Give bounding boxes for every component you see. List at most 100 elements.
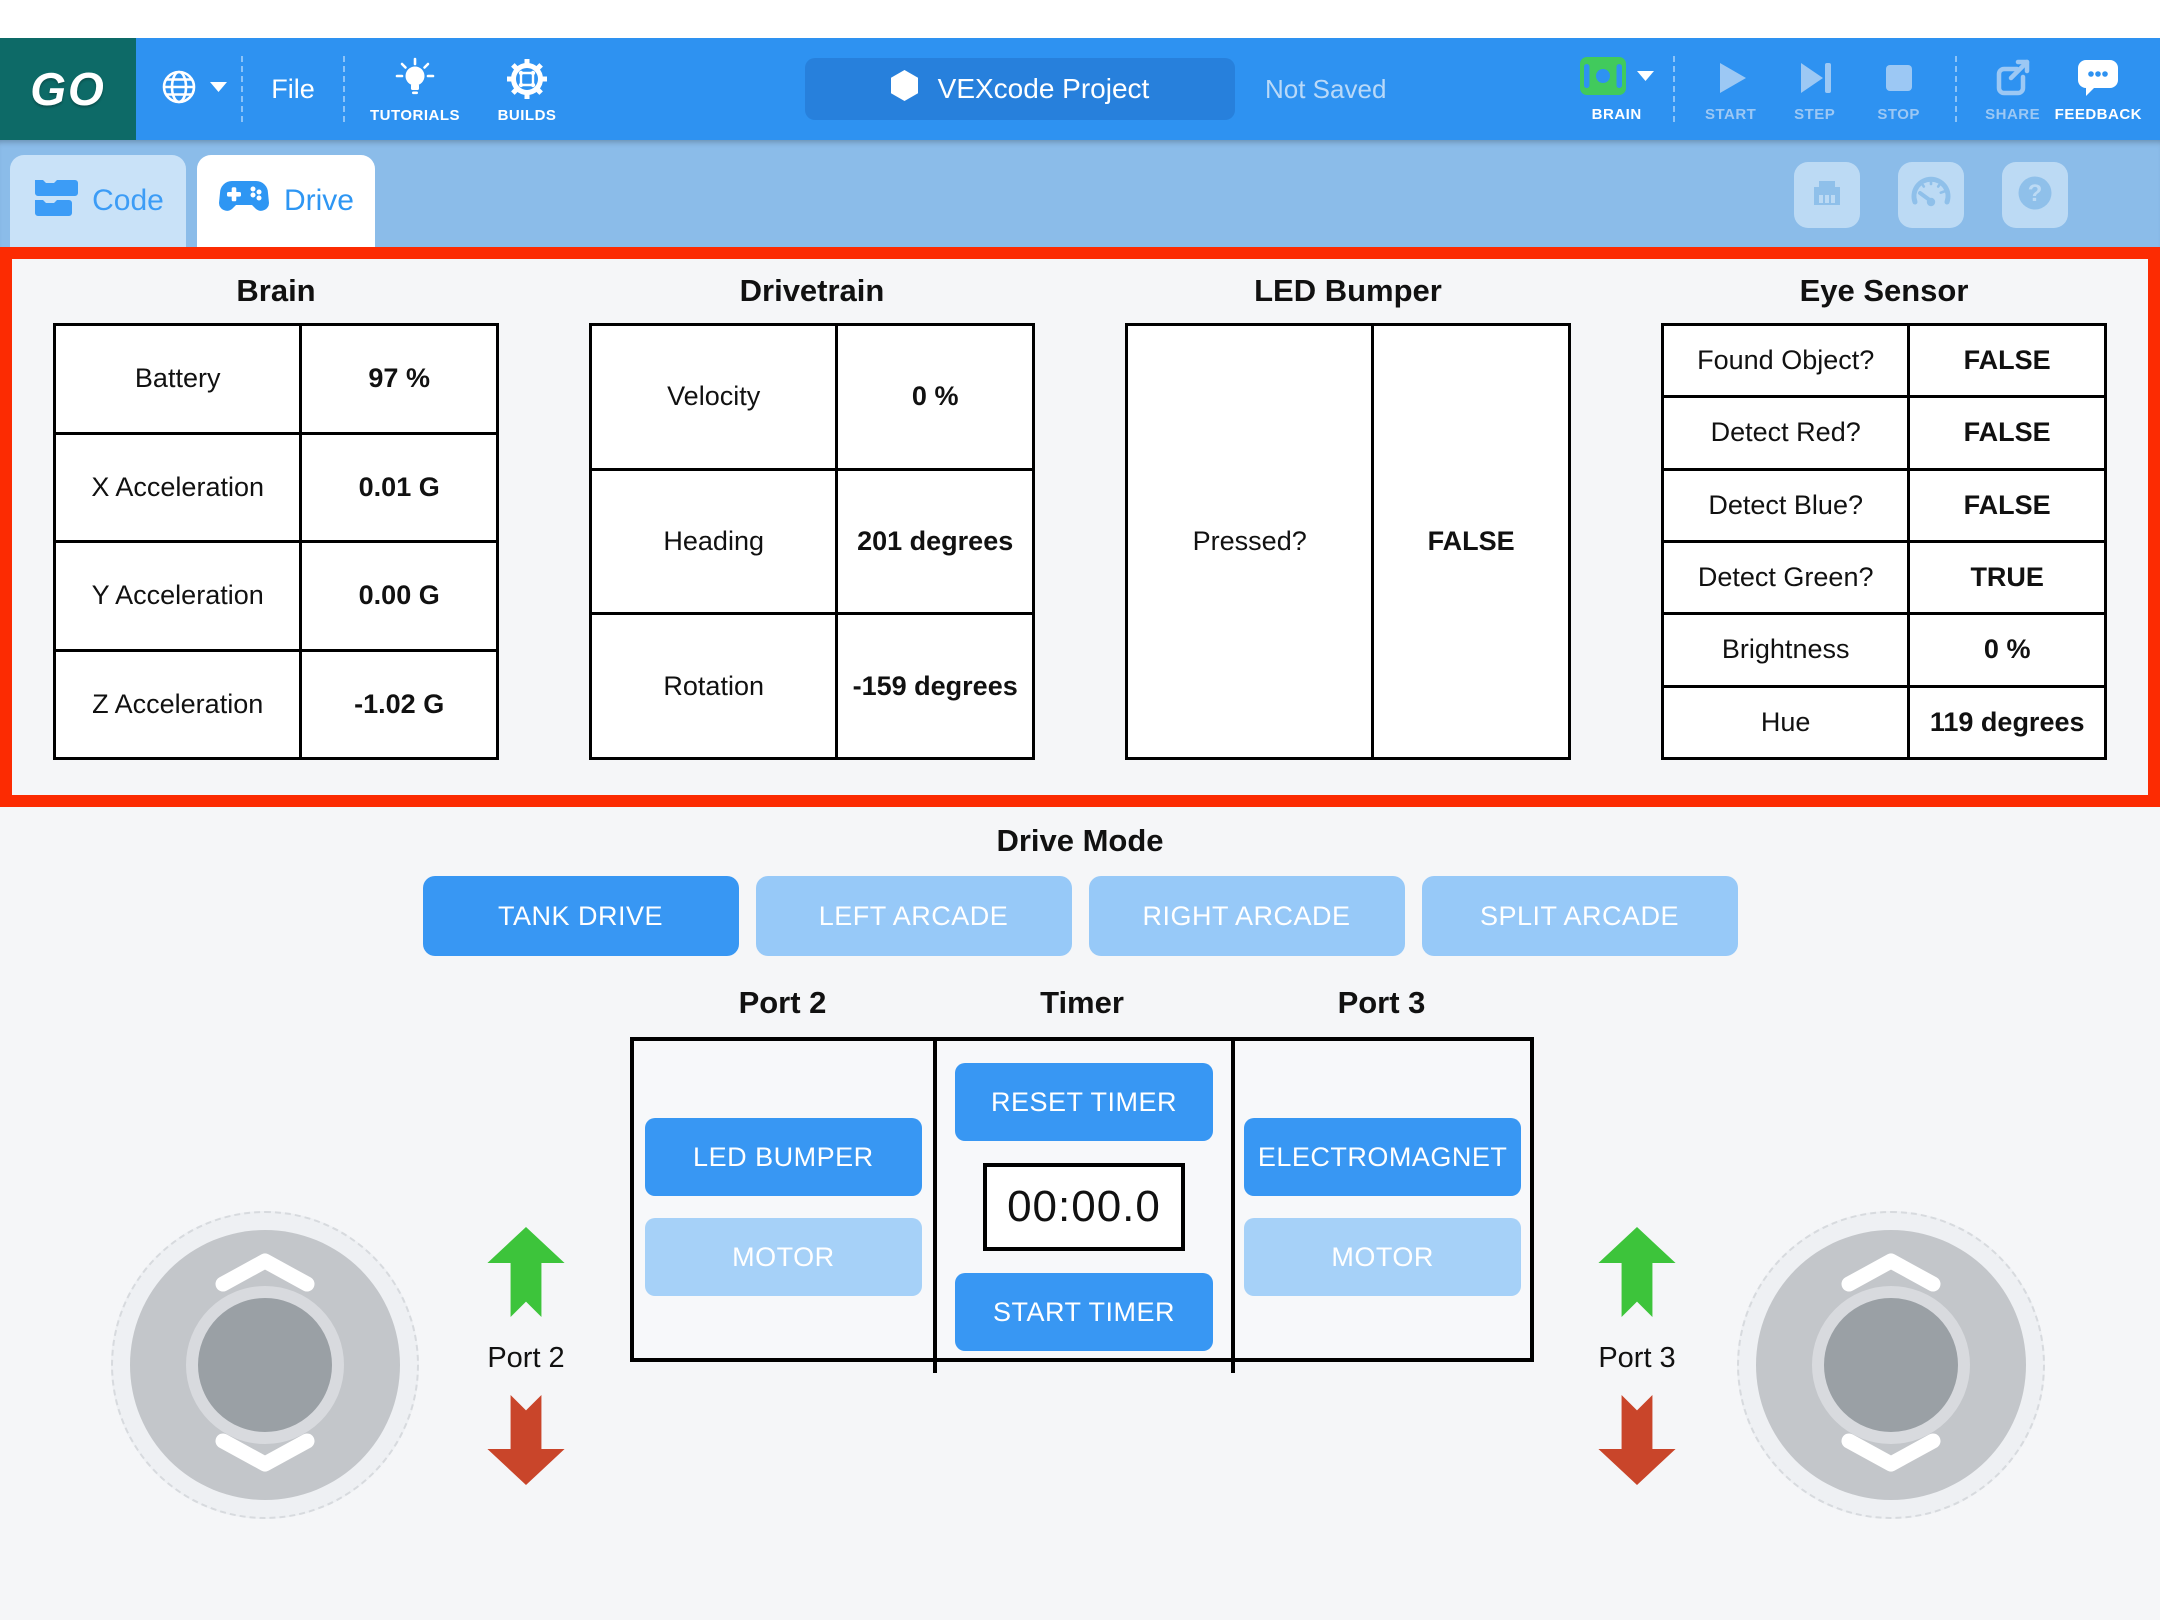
file-menu[interactable]: File xyxy=(271,73,315,104)
port2-direction-indicator: Port 2 xyxy=(466,1227,586,1490)
row-label: Y Acceleration xyxy=(56,543,303,649)
left-joystick-knob[interactable] xyxy=(186,1286,344,1444)
play-icon xyxy=(1712,55,1750,101)
row-label: Detect Blue? xyxy=(1664,470,1911,540)
tutorials-label: TUTORIALS xyxy=(369,106,461,124)
row-value: 0.01 G xyxy=(358,471,440,502)
save-status: Not Saved xyxy=(1265,73,1387,104)
stop-button[interactable]: STOP xyxy=(1857,55,1941,123)
tab-bar: Code Drive xyxy=(0,140,2160,247)
step-label: STEP xyxy=(1794,106,1836,123)
brain-label: BRAIN xyxy=(1591,106,1642,123)
start-button[interactable]: START xyxy=(1689,55,1773,123)
drivetrain-panel: Drivetrain Velocity 0 % Heading 201 degr… xyxy=(589,265,1035,795)
dashboard-gauge-button[interactable] xyxy=(1898,162,1964,228)
right-joystick-track xyxy=(1756,1230,2026,1500)
project-group: VEXcode Project Not Saved xyxy=(805,38,1386,140)
left-joystick-track xyxy=(130,1230,400,1500)
row-value: TRUE xyxy=(1970,562,2044,593)
right-joystick[interactable] xyxy=(1737,1211,2045,1519)
tab-drive[interactable]: Drive xyxy=(197,155,375,247)
port2-column: LED BUMPER MOTOR xyxy=(634,1041,933,1373)
row-label: Velocity xyxy=(592,326,839,468)
port3-tag: Port 3 xyxy=(1598,1342,1676,1374)
tab-code-label: Code xyxy=(92,184,164,217)
feedback-label: FEEDBACK xyxy=(2054,106,2142,123)
row-value: -1.02 G xyxy=(354,688,445,719)
tab-drive-label: Drive xyxy=(283,184,354,217)
builds-button[interactable]: BUILDS xyxy=(471,55,583,124)
green-up-arrow-icon xyxy=(1598,1227,1676,1322)
top-margin-strip xyxy=(0,0,2160,38)
row-value: 97 % xyxy=(368,363,430,394)
drivetrain-table: Velocity 0 % Heading 201 degrees Rotatio… xyxy=(589,323,1035,760)
project-name-button[interactable]: VEXcode Project xyxy=(805,58,1235,120)
electromagnet-button[interactable]: ELECTROMAGNET xyxy=(1244,1118,1522,1196)
feedback-button[interactable]: FEEDBACK xyxy=(2055,55,2142,123)
share-button[interactable]: SHARE xyxy=(1971,55,2055,123)
right-arcade-button[interactable]: RIGHT ARCADE xyxy=(1088,876,1405,956)
eye-sensor-panel-title: Eye Sensor xyxy=(1799,273,1969,308)
row-value: 0 % xyxy=(911,381,959,412)
left-arcade-button[interactable]: LEFT ARCADE xyxy=(755,876,1072,956)
led-bumper-panel: LED Bumper Pressed? FALSE xyxy=(1125,265,1571,795)
language-selector[interactable] xyxy=(158,66,227,113)
row-value: -159 degrees xyxy=(852,670,1018,701)
port2-header: Port 2 xyxy=(738,985,827,1020)
logo-text: GO xyxy=(30,63,106,115)
tank-drive-button[interactable]: TANK DRIVE xyxy=(422,876,739,956)
left-joystick[interactable] xyxy=(111,1211,419,1519)
sensor-dashboard-highlighted: Brain Battery 97 % X Acceleration 0.01 G… xyxy=(0,247,2160,807)
row-value: 0.00 G xyxy=(358,580,440,611)
table-row: Detect Green? TRUE xyxy=(1664,539,2104,613)
step-icon xyxy=(1796,55,1834,101)
brain-button[interactable]: BRAIN xyxy=(1575,55,1659,123)
row-label: Found Object? xyxy=(1664,326,1911,396)
split-arcade-button[interactable]: SPLIT ARCADE xyxy=(1421,876,1738,956)
port2-motor-button[interactable]: MOTOR xyxy=(644,1218,922,1296)
row-value: FALSE xyxy=(1963,345,2051,376)
ports-box: LED BUMPER MOTOR RESET TIMER 00:00.0 STA… xyxy=(630,1037,1534,1373)
help-button[interactable]: ? xyxy=(2002,162,2068,228)
tutorials-button[interactable]: TUTORIALS xyxy=(359,55,471,124)
top-toolbar: GO File xyxy=(0,38,2160,140)
device-port-button[interactable] xyxy=(1794,162,1860,228)
divider xyxy=(241,56,243,122)
brain-table: Battery 97 % X Acceleration 0.01 G Y Acc… xyxy=(53,323,499,760)
tab-bar-actions: ? xyxy=(1794,162,2068,228)
chevron-down-icon xyxy=(1836,1433,1946,1478)
gauge-icon xyxy=(1910,172,1952,219)
tab-code[interactable]: Code xyxy=(10,155,186,247)
code-blocks-icon xyxy=(32,176,79,226)
table-row: Hue 119 degrees xyxy=(1664,684,2104,757)
led-bumper-panel-title: LED Bumper xyxy=(1254,273,1442,308)
red-down-arrow-icon xyxy=(1598,1395,1676,1490)
row-label: Hue xyxy=(1664,687,1911,757)
table-row: Found Object? FALSE xyxy=(1664,326,2104,396)
timer-header: Timer xyxy=(1040,985,1124,1020)
port3-header: Port 3 xyxy=(1337,985,1426,1020)
row-label: Pressed? xyxy=(1128,326,1375,757)
eye-sensor-panel: Eye Sensor Found Object? FALSE Detect Re… xyxy=(1661,265,2107,795)
chevron-up-icon xyxy=(210,1252,320,1297)
builds-label: BUILDS xyxy=(497,106,557,124)
start-timer-button[interactable]: START TIMER xyxy=(954,1273,1213,1351)
divider xyxy=(343,56,345,122)
table-row: Pressed? FALSE xyxy=(1128,326,1568,757)
right-joystick-knob[interactable] xyxy=(1812,1286,1970,1444)
table-row: Detect Red? FALSE xyxy=(1664,395,2104,468)
drivetrain-panel-title: Drivetrain xyxy=(739,273,885,308)
gamepad-icon xyxy=(218,179,270,223)
vex-go-logo: GO xyxy=(0,38,136,140)
reset-timer-button[interactable]: RESET TIMER xyxy=(954,1063,1213,1141)
table-row: Battery 97 % xyxy=(56,326,496,432)
hexagon-icon xyxy=(890,70,918,108)
port3-column: ELECTROMAGNET MOTOR xyxy=(1231,1041,1530,1373)
globe-icon xyxy=(158,66,200,113)
led-bumper-button[interactable]: LED BUMPER xyxy=(644,1118,922,1196)
table-row: Detect Blue? FALSE xyxy=(1664,467,2104,540)
step-button[interactable]: STEP xyxy=(1773,55,1857,123)
port3-motor-button[interactable]: MOTOR xyxy=(1244,1218,1522,1296)
divider xyxy=(1672,56,1675,122)
row-value: FALSE xyxy=(1427,526,1515,556)
